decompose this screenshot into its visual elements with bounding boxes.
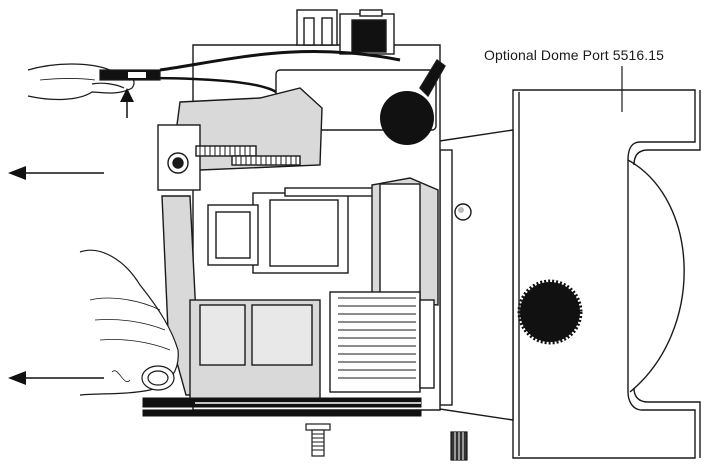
port-mount-ring — [432, 129, 514, 421]
top-hand — [27, 63, 161, 101]
dome-lock-screw — [450, 431, 468, 461]
bottom-hand — [79, 249, 179, 396]
arrow-left-icon-lower — [8, 371, 104, 385]
lens-ribs — [329, 291, 421, 393]
tripod-screw — [305, 423, 331, 457]
dome-port-body — [512, 89, 696, 459]
control-knob — [380, 91, 434, 145]
dome-port-groove — [633, 90, 701, 166]
dome-port-groove-bottom — [633, 387, 701, 458]
base-rail — [142, 397, 422, 417]
dome-port — [512, 66, 701, 459]
arrow-up-icon — [120, 88, 134, 118]
camera-body — [157, 87, 439, 401]
cable — [159, 49, 401, 72]
dome-port-callout: Optional Dome Port 5516.15 — [484, 47, 665, 63]
knurled-knob-icon — [517, 279, 583, 345]
arrow-left-icon — [8, 166, 104, 180]
dome-glass — [627, 159, 685, 393]
lever-handle — [419, 58, 446, 98]
